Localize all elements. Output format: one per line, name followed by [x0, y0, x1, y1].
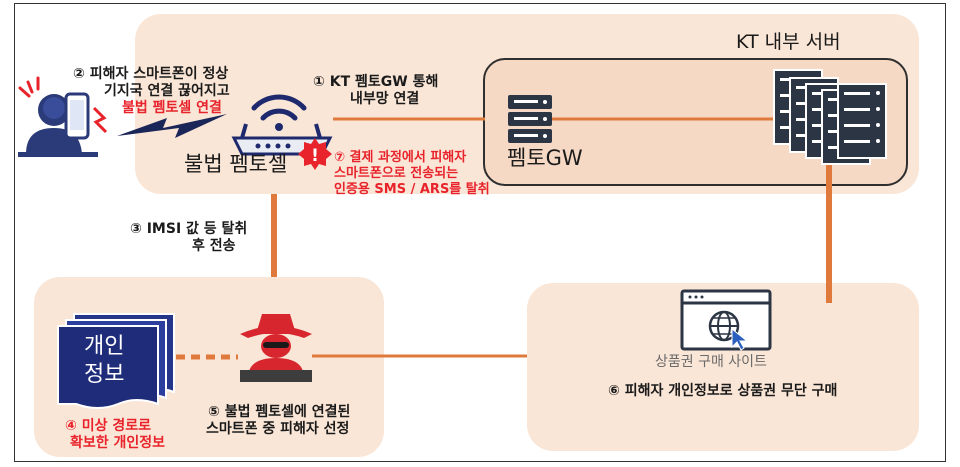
step-5-line-1: ⑤ 불법 펨토셀에 연결된 — [208, 404, 351, 420]
step-2-line-2: 기지국 연결 끊어지고 — [104, 83, 230, 99]
step-5-line-2: 스마트폰 중 피해자 선정 — [206, 421, 350, 437]
server-rack-icon — [508, 95, 552, 143]
step-7-line-3: 인증용 SMS / ARS를 탈취 — [334, 182, 490, 197]
femto-gw-label: 펨토GW — [507, 146, 583, 170]
step-2-red-line: 불법 펨토셀 연결 — [122, 100, 222, 116]
diagram-frame — [14, 3, 946, 462]
hacker-icon — [240, 314, 312, 382]
step-1-line-2: 내부망 연결 — [350, 91, 420, 107]
step-4-line-2: 확보한 개인정보 — [70, 435, 166, 451]
illegal-femtocell-label: 불법 펨토셀 — [184, 152, 288, 176]
server-stack-icon — [773, 69, 887, 165]
step-3-line-2: 후 전송 — [192, 238, 236, 254]
lightning-bolt-icon — [117, 114, 227, 138]
step-7-line-2: 스마트폰으로 전송되는 — [334, 166, 459, 181]
personal-info-doc-line-2: 정보 — [84, 362, 125, 387]
warning-badge-icon: ! — [298, 138, 332, 170]
step-1-line-1: ① KT 펨토GW 통해 — [313, 74, 439, 90]
step-3-line-1: ③ IMSI 값 등 탈취 — [130, 221, 248, 237]
kt-internal-server-label: KT 내부 서버 — [736, 31, 841, 53]
step-6-text: ⑥ 피해자 개인정보로 상품권 무단 구매 — [608, 383, 838, 399]
document-stack-icon: 개인 정보 — [56, 312, 178, 412]
step-7-line-1: ⑦ 결제 과정에서 피해자 — [334, 150, 467, 165]
personal-info-doc-line-1: 개인 — [84, 334, 125, 359]
step-4-line-1: ④ 미상 경로로 — [65, 418, 152, 434]
svg-text:!: ! — [311, 146, 319, 166]
step-2-line-1: ② 피해자 스마트폰이 정상 — [73, 66, 229, 82]
site-label: 상품권 구매 사이트 — [655, 354, 767, 370]
person-with-smartphone-alert-icon — [18, 76, 108, 157]
browser-globe-cursor-icon — [680, 289, 772, 351]
